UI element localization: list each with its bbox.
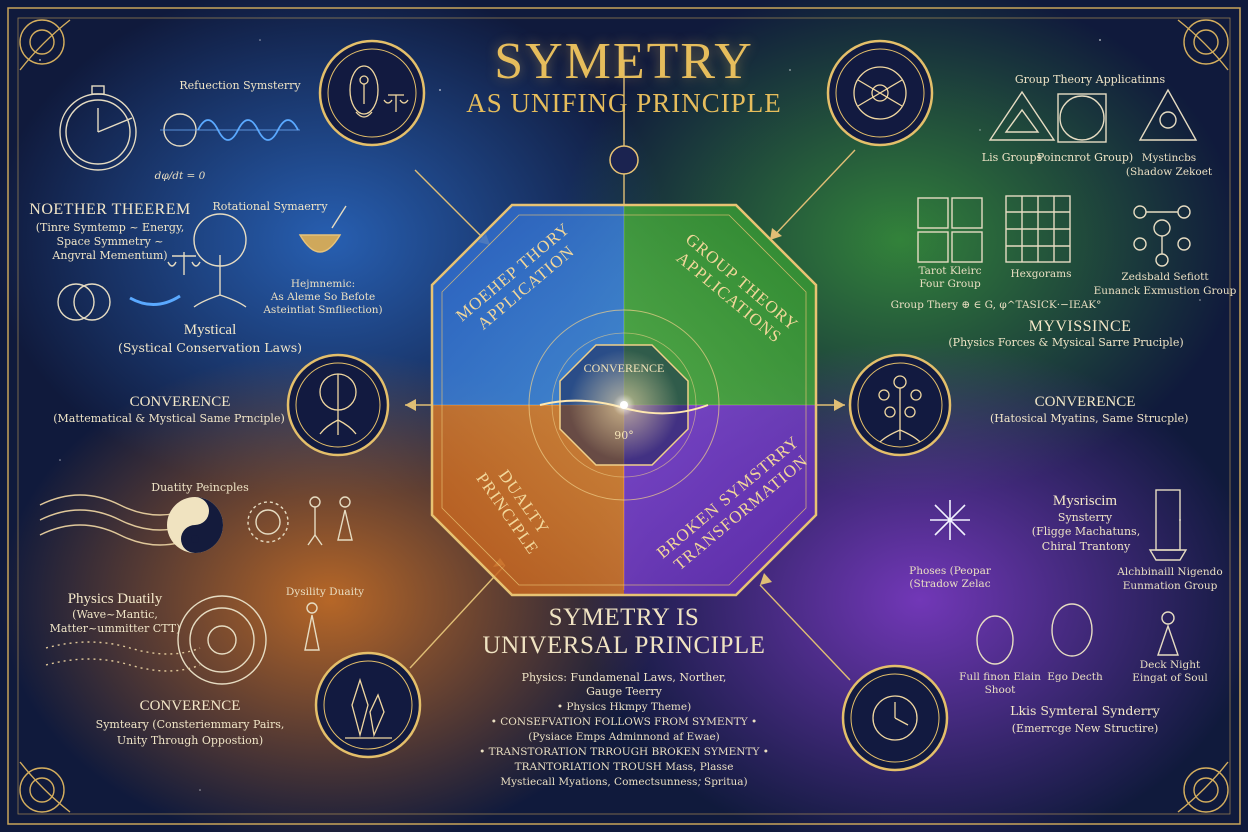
hermetic-line-2: As Aleme So Befote <box>270 291 376 303</box>
noether-line-1: (Tinre Symtemp ~ Energy, <box>35 221 185 234</box>
hermetic-line-1: Hejmnemic: <box>290 278 356 290</box>
left-convergence-2-line-2: Unity Through Oppostion) <box>116 734 264 747</box>
center-angle-label: 90° <box>614 429 634 442</box>
right-convergence-subtitle: (Hatosical Myatins, Same Strucple) <box>990 412 1189 425</box>
poincare-group-label: Poincnrot Group) <box>1036 151 1134 164</box>
myssince-title: MYVISSINCE <box>1028 318 1132 335</box>
yin-yang-icon <box>167 497 223 553</box>
mysticobs-line-2: (Shadow Zekoet <box>1125 166 1213 178</box>
universal-principle-headline-2: UNIVERSAL PRINCIPLE <box>482 632 766 659</box>
universal-line-7: TRANTORIATION TROUSH Mass, Plasse <box>514 761 734 773</box>
full-moon-line-2: Shoot <box>984 684 1016 696</box>
medallion-inner-rings <box>295 48 943 763</box>
universal-line-8: Mystiecall Myations, Comectsunness, Spri… <box>500 776 748 788</box>
broken-symmetry-subtitle: (Emerrcge New Structire) <box>1011 722 1159 735</box>
noether-line-3: Angvral Mementum) <box>52 249 168 262</box>
right-illustrations <box>917 88 1198 665</box>
noether-theorem-title: NOETHER THEEREM <box>29 201 191 218</box>
left-convergence-2-line-1: Symteary (Consteriemmary Pairs, <box>95 718 285 731</box>
lie-groups-label: Lis Groups <box>981 151 1043 164</box>
phoses-line-1: Phoses (Peopar <box>909 565 991 577</box>
full-moon-line-1: Full finon Elain <box>959 671 1041 683</box>
physics-duality-line-1: (Wave~Mantic, <box>72 608 158 621</box>
medallions <box>286 39 952 772</box>
universal-principle-headline-1: SYMETRY IS <box>548 604 700 631</box>
tarot-line-1: Tarot Kleirc <box>918 265 982 277</box>
zodiac-line-2: Eunanck Exmustion Group <box>1093 285 1237 297</box>
dysility-duality-label: Dysility Duaity <box>285 586 365 598</box>
alchemical-line-1: Alchbinaill Nigendo <box>1117 566 1223 578</box>
group-theory-applications-title: Group Theory Applicatinns <box>1014 73 1166 86</box>
mystical-title: Mystical <box>183 322 237 338</box>
physics-duality-title: Physics Duatily <box>67 591 163 607</box>
mysticism-line-3: Chiral Trantony <box>1041 540 1131 553</box>
mysticism-line-2: (Fligge Machatuns, <box>1031 525 1141 538</box>
starfield <box>39 39 1201 791</box>
universal-line-5: (Pysiace Emps Adminnond af Ewae) <box>528 731 720 743</box>
right-convergence-title: CONVERENCE <box>1034 394 1136 410</box>
universal-line-2: Gauge Teerry <box>586 685 662 698</box>
reflection-equation: dφ/dt = 0 <box>154 170 206 182</box>
zodiac-line-1: Zedsbald Sefiott <box>1121 271 1209 283</box>
tarot-line-2: Four Group <box>919 278 981 290</box>
left-illustrations <box>39 85 353 685</box>
mysticism-title: Mysriscim <box>1052 493 1118 509</box>
alchemical-line-2: Eunmation Group <box>1122 580 1218 592</box>
mysticism-line-1: Synsterry <box>1057 511 1113 524</box>
physics-duality-line-2: Matter~ummitter CTT) <box>49 622 181 635</box>
universal-line-4: • CONSEFVATION FOLLOWS FROM SYMENTY • <box>490 716 758 728</box>
hexagrams-label: Hexgorams <box>1010 268 1072 280</box>
center-convergence-label: CONVERENCE <box>583 361 665 375</box>
outer-border <box>7 7 1241 825</box>
hermetic-line-3: Asteintiat Smfliection) <box>263 304 383 316</box>
page-subtitle: AS UNIFING PRINCIPLE <box>466 88 782 118</box>
phoses-line-2: (Stradow Zelac <box>909 578 991 590</box>
left-convergence-title: CONVERENCE <box>129 394 231 410</box>
mysticobs-line-1: Mystincbs <box>1141 152 1197 164</box>
central-octagon <box>430 145 818 597</box>
left-convergence-subtitle: (Mattematical & Mystical Same Prnciple) <box>53 412 285 425</box>
left-convergence-2-title: CONVERENCE <box>139 698 241 714</box>
mystical-subtitle: (Systical Conservation Laws) <box>117 340 303 355</box>
universal-line-6: • TRANSTORATION TRROUGH BROKEN SYMENTY • <box>479 746 769 758</box>
dark-night-line-2: Eingat of Soul <box>1132 672 1208 684</box>
dark-night-line-1: Deck Night <box>1139 659 1201 671</box>
universal-line-1: Physics: Fundamenal Laws, Norther, <box>521 671 727 684</box>
broken-symmetry-title: Lkis Symteral Synderry <box>1010 703 1160 718</box>
group-theory-formula: Group Thery ⊕ ∈ G, φ^TASICK·−IEAK° <box>890 299 1102 311</box>
page-title: SYMETRY <box>494 33 754 90</box>
ego-death-label: Ego Decth <box>1047 671 1103 683</box>
reflection-symmetry-label: Refuection Symsterry <box>179 79 301 92</box>
medallion-motifs <box>319 65 922 741</box>
noether-line-2: Space Symmetry ~ <box>56 235 164 248</box>
corner-ornaments <box>19 19 1229 813</box>
rotational-symmetry-label: Rotational Symaerry <box>212 200 328 213</box>
myssince-subtitle: (Physics Forces & Mysical Sarre Pruciple… <box>948 336 1184 349</box>
inner-border <box>17 17 1231 815</box>
duality-principles-title: Duatity Peincples <box>151 481 249 494</box>
universal-line-3: • Physics Hkmpy Theme) <box>556 701 692 713</box>
